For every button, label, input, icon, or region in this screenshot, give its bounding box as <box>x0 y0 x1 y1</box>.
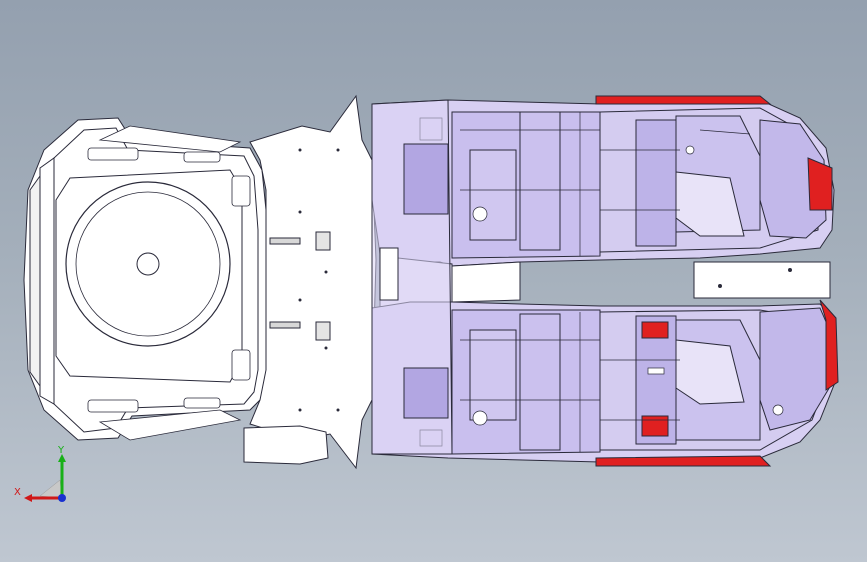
middle-panel-holes <box>298 148 340 412</box>
x-axis-arrowhead <box>24 494 32 502</box>
x-axis-label: X <box>14 487 21 498</box>
z-axis-dot <box>58 494 66 502</box>
front-tub-details <box>87 125 251 441</box>
spare-wheel-well <box>55 169 243 383</box>
rear-floor-lower-details <box>419 312 784 452</box>
coordinate-triad: Y X <box>14 445 66 502</box>
triad-plane-shade <box>39 479 63 499</box>
y-axis-arrowhead <box>58 454 66 462</box>
rear-floor-upper[interactable] <box>371 95 835 267</box>
middle-cross-panel[interactable] <box>249 94 377 470</box>
rear-white-tab <box>693 261 831 299</box>
y-axis-label: Y <box>57 445 65 456</box>
bottom-bracket-piece <box>243 425 329 465</box>
rear-floor-lower[interactable] <box>371 299 839 467</box>
front-cross-member <box>371 99 453 455</box>
